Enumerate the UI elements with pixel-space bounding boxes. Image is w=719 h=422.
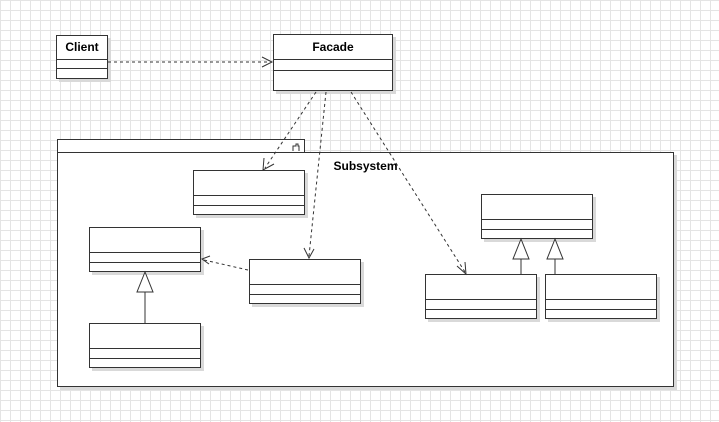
package-tab[interactable] <box>57 139 305 153</box>
facade-class[interactable]: Facade <box>273 34 393 91</box>
package-title: Subsystem <box>333 159 398 173</box>
client-class[interactable]: Client <box>56 35 108 79</box>
class-attributes <box>90 253 200 263</box>
facade-operations <box>274 71 392 90</box>
facade-attributes <box>274 60 392 71</box>
class-attributes <box>482 220 592 230</box>
class-operations <box>90 263 200 272</box>
arrowhead-icon <box>261 56 274 68</box>
class-name-compartment <box>90 324 200 349</box>
class-operations <box>546 310 656 319</box>
client-operations <box>57 69 107 78</box>
subsystem-class[interactable] <box>249 259 361 304</box>
class-attributes <box>546 300 656 310</box>
class-name-compartment <box>90 228 200 253</box>
class-name-compartment <box>250 260 360 285</box>
subsystem-class[interactable] <box>481 194 593 239</box>
subsystem-class[interactable] <box>89 227 201 272</box>
client-class-name: Client <box>57 36 107 60</box>
class-operations <box>426 310 536 319</box>
package-icon <box>292 143 300 151</box>
class-name-compartment <box>482 195 592 220</box>
class-operations <box>194 206 304 215</box>
class-attributes <box>90 349 200 359</box>
class-name-compartment <box>194 171 304 196</box>
subsystem-class[interactable] <box>425 274 537 319</box>
subsystem-class[interactable] <box>89 323 201 368</box>
class-operations <box>250 295 360 304</box>
class-name-compartment <box>546 275 656 300</box>
class-name-compartment <box>426 275 536 300</box>
class-operations <box>482 230 592 239</box>
subsystem-class[interactable] <box>545 274 657 319</box>
subsystem-class[interactable] <box>193 170 305 215</box>
client-attributes <box>57 60 107 69</box>
class-attributes <box>250 285 360 295</box>
class-operations <box>90 359 200 368</box>
class-attributes <box>426 300 536 310</box>
class-attributes <box>194 196 304 206</box>
facade-class-name: Facade <box>274 35 392 60</box>
